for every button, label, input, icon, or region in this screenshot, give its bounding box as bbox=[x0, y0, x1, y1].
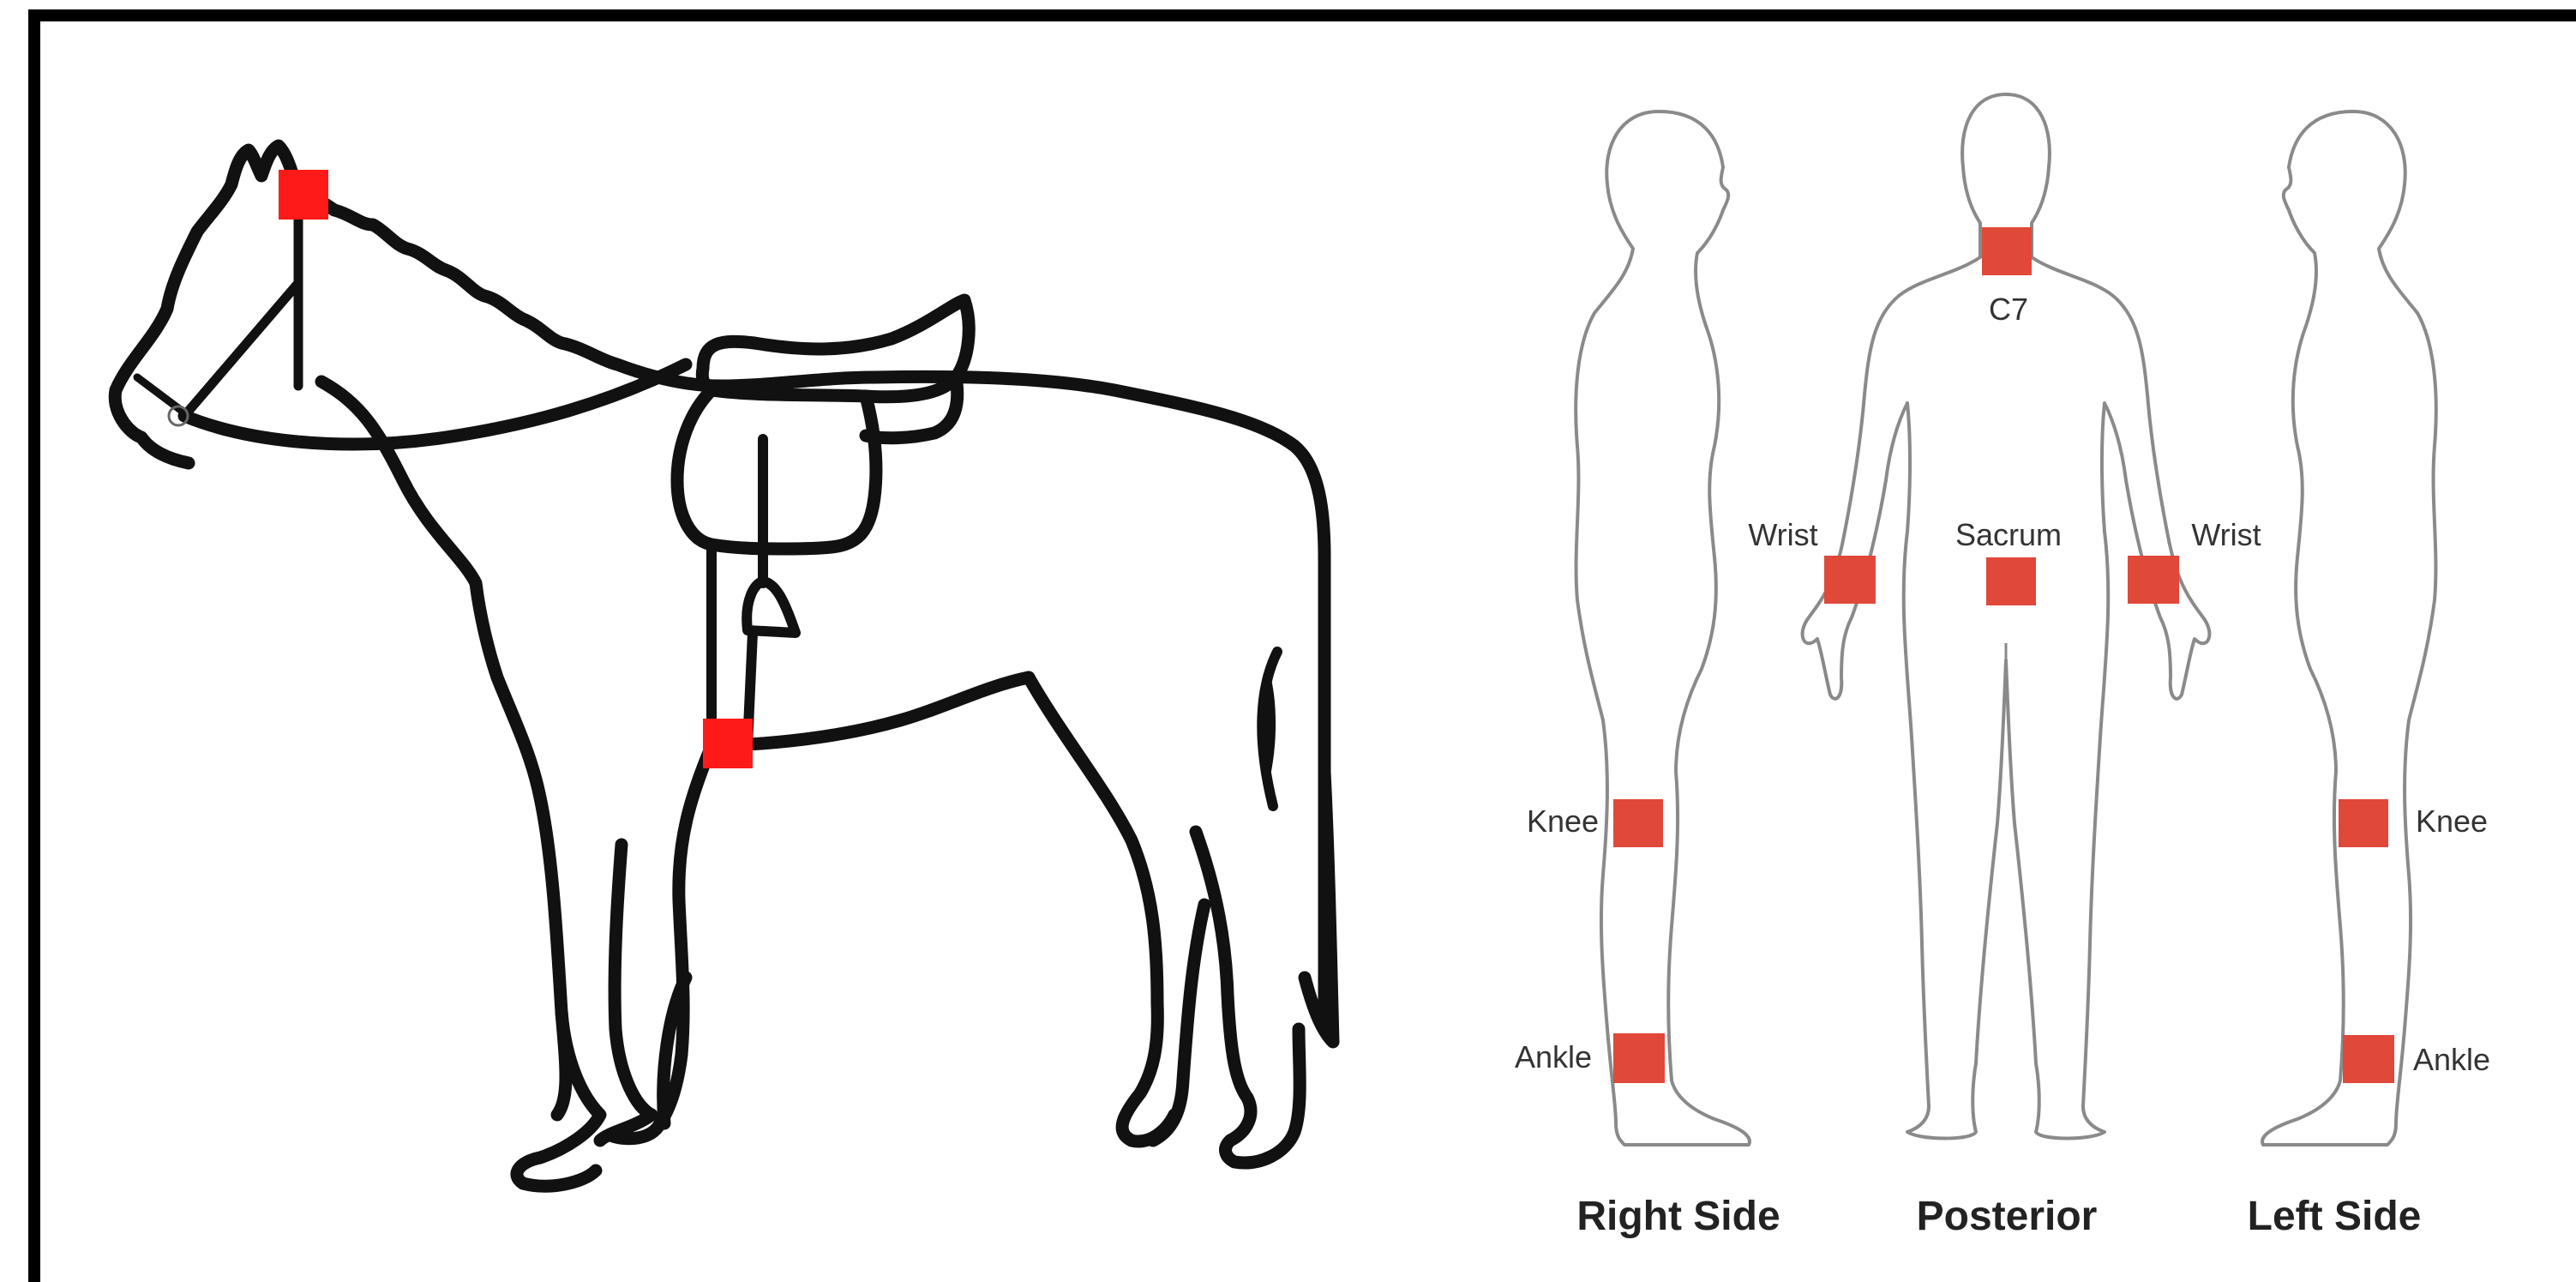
horse-stirrup bbox=[747, 581, 796, 633]
human-right-side-view bbox=[1576, 111, 1750, 1145]
horse-chest-outline bbox=[321, 382, 566, 1115]
horse-hind-leg bbox=[1029, 677, 1174, 1141]
human-left-side-view bbox=[2262, 111, 2436, 1145]
horse-saddle-skirt bbox=[787, 396, 876, 549]
knee-left-side-marker bbox=[2339, 799, 2388, 847]
view-title-left-side: Left Side bbox=[2248, 1194, 2422, 1239]
poll-marker bbox=[279, 170, 328, 220]
human-sensor-markers bbox=[1613, 227, 2394, 1083]
view-title-posterior: Posterior bbox=[1917, 1194, 2098, 1239]
right-side-silhouette bbox=[1576, 111, 1750, 1145]
c7-marker bbox=[1982, 227, 2032, 275]
horse-reins bbox=[184, 364, 686, 444]
knee-right-side-marker bbox=[1613, 799, 1663, 847]
horse-bridle-brow bbox=[137, 377, 189, 416]
wrist-right-label: Wrist bbox=[2191, 517, 2261, 552]
left-side-silhouette bbox=[2262, 111, 2436, 1145]
horse-belly bbox=[712, 677, 1029, 746]
knee-right-side-label: Knee bbox=[1527, 804, 1599, 839]
ankle-left-side-label: Ankle bbox=[2413, 1042, 2490, 1077]
knee-left-side-label: Knee bbox=[2416, 804, 2488, 839]
horse-hind-leg-inner bbox=[1196, 832, 1300, 1163]
sacrum-label: Sacrum bbox=[1955, 517, 2062, 552]
girth-marker bbox=[703, 719, 753, 768]
horse-bridle-nose bbox=[184, 283, 298, 416]
wrist-left-label: Wrist bbox=[1748, 517, 1817, 552]
horse-with-saddle-icon bbox=[115, 146, 1333, 1186]
ankle-right-side-marker bbox=[1613, 1033, 1665, 1083]
ankle-left-side-marker bbox=[2343, 1035, 2394, 1083]
horse-saddle-flap bbox=[677, 390, 787, 549]
ankle-right-side-label: Ankle bbox=[1515, 1039, 1592, 1074]
horse-front-leg-inner bbox=[600, 845, 652, 1141]
sacrum-marker bbox=[1986, 557, 2036, 605]
wrist-left-marker bbox=[1824, 556, 1876, 604]
c7-label: C7 bbox=[1989, 292, 2028, 327]
view-title-right-side: Right Side bbox=[1576, 1194, 1780, 1239]
wrist-right-marker bbox=[2128, 556, 2179, 604]
